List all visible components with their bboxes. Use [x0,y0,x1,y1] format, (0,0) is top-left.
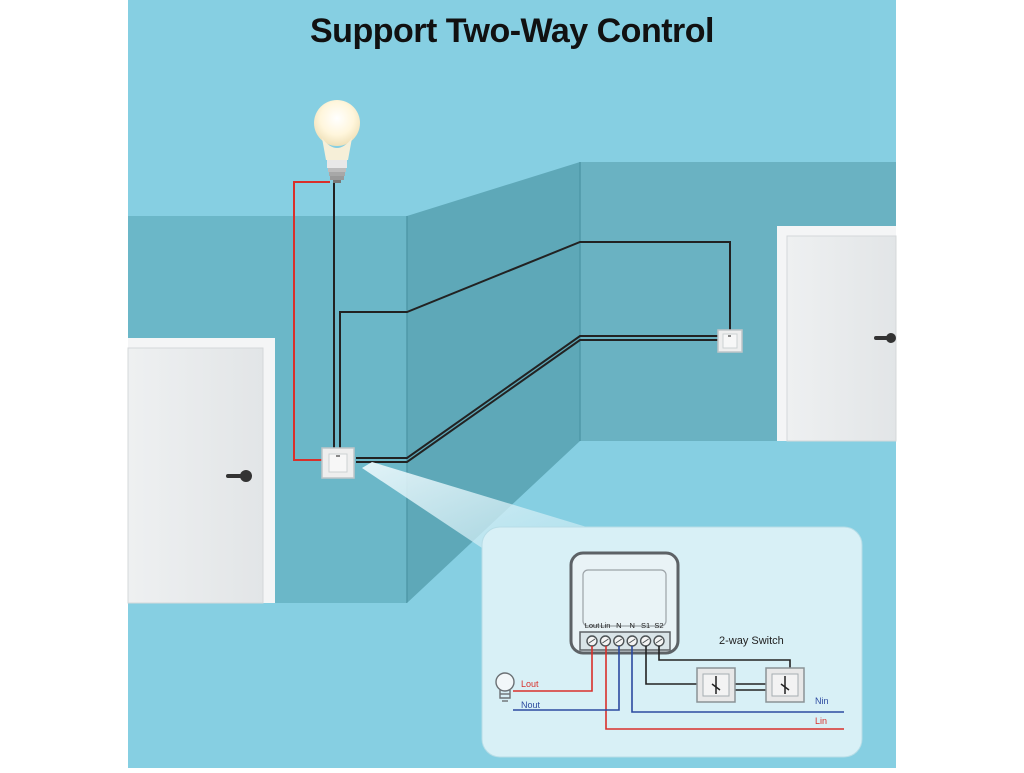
label-nout: Nout [521,700,541,710]
terminal-label: N [629,621,634,630]
two-way-switch-a [696,667,736,703]
room-wires [293,181,731,463]
terminal-label: Lout [585,621,601,630]
door-right [777,226,897,442]
wire-s1 [645,646,716,685]
bulb-icon [495,672,515,702]
terminal-label: S1 [641,621,650,630]
switch-label: 2-way Switch [719,635,784,647]
terminal-label: N [616,621,621,630]
wire-nin [631,646,844,713]
two-way-switch-b [765,667,805,703]
label-lout: Lout [521,679,539,689]
label-nin: Nin [815,696,829,706]
wire-lout [513,646,593,692]
callout-wires [513,646,844,730]
page-title: Support Two-Way Control [310,12,715,50]
wire-nout [513,646,620,711]
wire-lin [605,646,844,730]
terminal-label: S2 [654,621,663,630]
wall-switch-right [717,329,743,353]
label-lin: Lin [815,716,827,726]
light-bulb [314,100,360,183]
door-left [127,338,275,604]
wire-red-room [293,181,330,461]
wall-switch-left [321,447,355,479]
terminal-label: Lin [600,621,610,630]
